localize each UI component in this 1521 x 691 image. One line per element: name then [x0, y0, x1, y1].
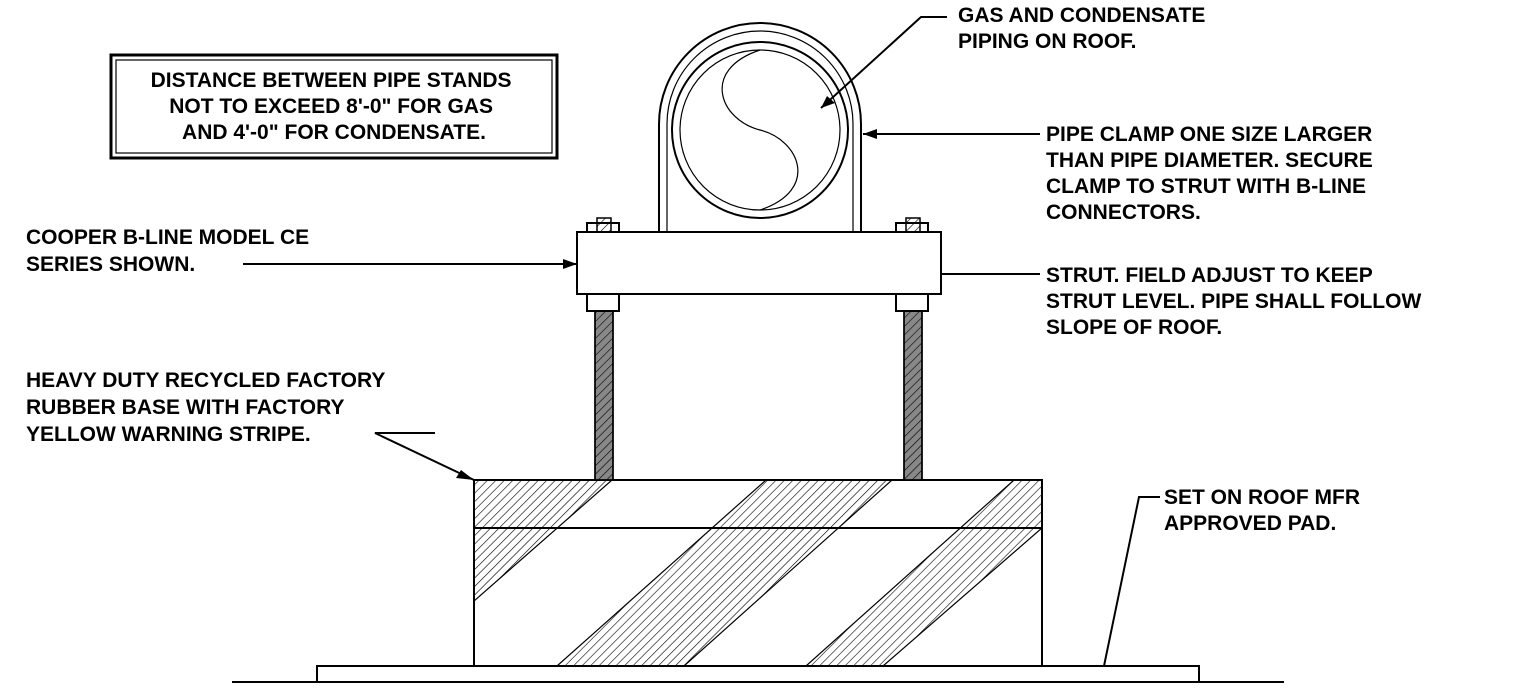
piping-label-line-1: GAS AND CONDENSATE — [958, 4, 1205, 27]
base-label-line-3: YELLOW WARNING STRIPE. — [26, 423, 311, 446]
nut-left-bottom — [586, 293, 620, 312]
pad-label-line-2: APPROVED PAD. — [1164, 512, 1336, 535]
svg-text:SET ON ROOF MFR APPROVED P: SET ON ROOF MFR APPROVED PAD. — [1164, 486, 1366, 535]
spacing-note-line-3: AND 4'-0" FOR CONDENSATE. — [182, 121, 486, 144]
model-label-line-2: SERIES SHOWN. — [26, 253, 195, 276]
strut-label-line-2: STRUT LEVEL. PIPE SHALL FOLLOW — [1046, 290, 1421, 313]
svg-text:COOPER B-LINE MODEL CE SER: COOPER B-LINE MODEL CE SERIES SHOWN. — [26, 226, 315, 276]
warning-stripes — [474, 480, 1042, 666]
piping-label-line-2: PIPING ON ROOF. — [958, 30, 1137, 53]
rubber-base — [473, 479, 1043, 667]
base-label-line-2: RUBBER BASE WITH FACTORY — [26, 396, 345, 419]
pipe-section — [671, 41, 849, 219]
pipe-clamp-label-line-4: CONNECTORS. — [1046, 201, 1201, 224]
svg-text:STRUT. FIELD ADJUST TO KEEP: STRUT. FIELD ADJUST TO KEEP STRUT LEVEL.… — [1046, 264, 1427, 339]
svg-text:GAS AND CONDENSATE PIPING: GAS AND CONDENSATE PIPING ON ROOF. — [958, 4, 1211, 53]
base-outline — [473, 479, 1043, 667]
model-label-line-1: COOPER B-LINE MODEL CE — [26, 226, 309, 249]
spacing-note-line-1: DISTANCE BETWEEN PIPE STANDS — [151, 69, 512, 92]
strut-label-line-3: SLOPE OF ROOF. — [1046, 316, 1222, 339]
pipe-clamp — [658, 22, 862, 232]
pad-label-line-1: SET ON ROOF MFR — [1164, 486, 1360, 509]
spacing-note-line-2: NOT TO EXCEED 8'-0" FOR GAS — [169, 95, 493, 118]
leader-lines — [243, 16, 1160, 667]
svg-text:HEAVY DUTY RECYCLED FACTORY: HEAVY DUTY RECYCLED FACTORY RUBBER BASE … — [26, 369, 391, 446]
pipe-break-symbol — [721, 49, 799, 211]
threaded-rod-left — [594, 217, 614, 481]
roof-pad — [316, 665, 1200, 683]
pipe-clamp-label-line-1: PIPE CLAMP ONE SIZE LARGER — [1046, 123, 1372, 146]
spacing-note-box — [109, 53, 559, 160]
svg-text:PIPE CLAMP ONE SIZE LARGER: PIPE CLAMP ONE SIZE LARGER THAN PIPE DIA… — [1046, 123, 1379, 224]
strut — [576, 231, 942, 295]
svg-text:DISTANCE BETWEEN PIPE STANDS: DISTANCE BETWEEN PIPE STANDS NOT TO EXCE… — [151, 69, 518, 144]
pipe-clamp-label-line-2: THAN PIPE DIAMETER. SECURE — [1046, 149, 1373, 172]
base-label-line-1: HEAVY DUTY RECYCLED FACTORY — [26, 369, 385, 392]
nut-right-bottom — [895, 293, 929, 312]
threaded-rod-right — [903, 217, 923, 481]
pipe-clamp-label-line-3: CLAMP TO STRUT WITH B-LINE — [1046, 175, 1366, 198]
strut-label-line-1: STRUT. FIELD ADJUST TO KEEP — [1046, 264, 1373, 287]
